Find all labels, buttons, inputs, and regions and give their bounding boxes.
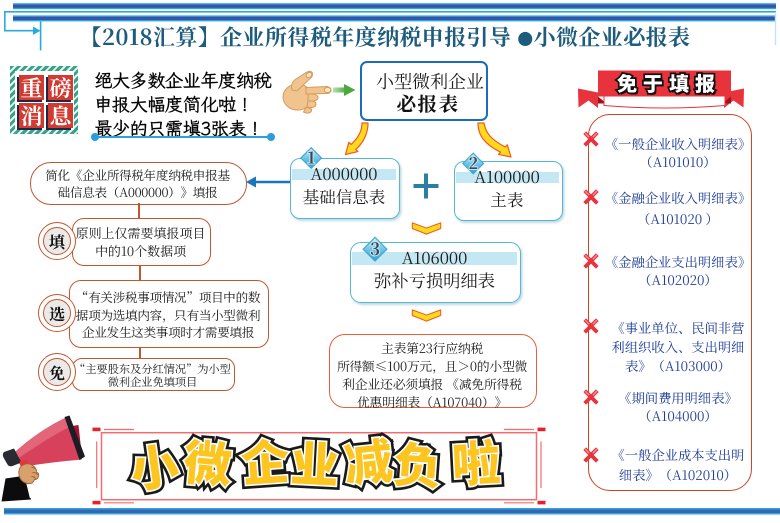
svg-text:3: 3 [370,235,380,260]
svg-text:1: 1 [307,145,314,168]
svg-text:3: 3 [370,235,380,260]
svg-text:2: 2 [468,151,478,174]
svg-text:2: 2 [468,151,478,174]
svg-text:1: 1 [307,145,314,168]
